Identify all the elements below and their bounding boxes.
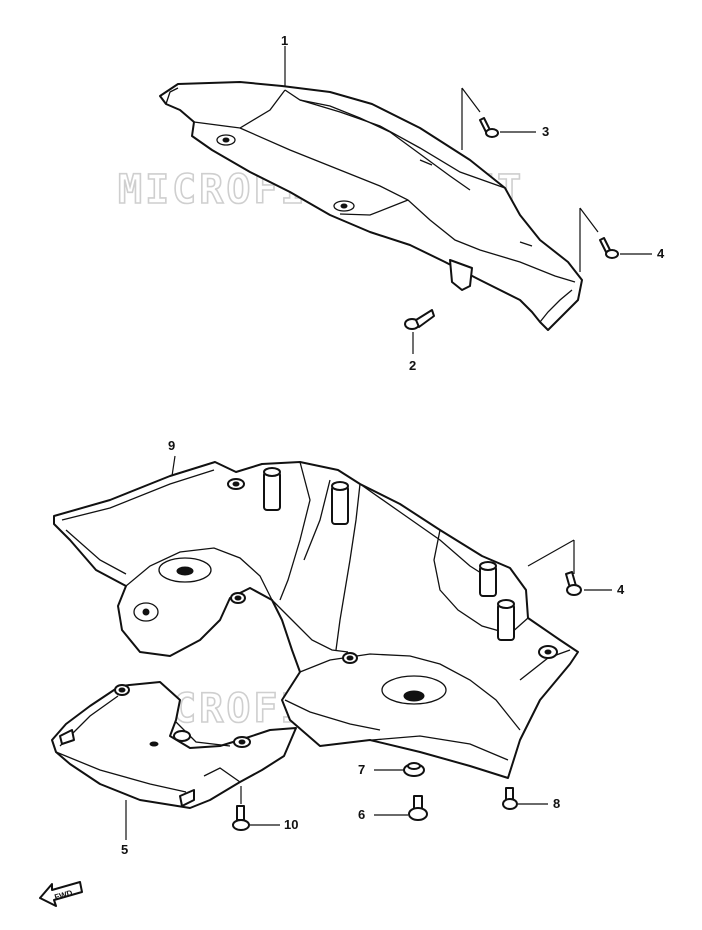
nut-part-7 (403, 762, 425, 777)
upper-cover-part-1 (159, 81, 583, 331)
callout-8: 8 (553, 796, 560, 811)
leader-4-top-bracket (579, 207, 599, 272)
callout-9: 9 (168, 438, 175, 453)
screw-part-4-top (599, 237, 619, 259)
screw-part-8 (502, 787, 518, 810)
screw-part-10 (232, 805, 250, 831)
callout-6: 6 (358, 807, 365, 822)
lower-cover-part-5 (51, 681, 297, 809)
callout-4-bottom: 4 (617, 582, 625, 597)
callout-2: 2 (409, 358, 416, 373)
leader-3-bracket (461, 87, 481, 150)
callout-7: 7 (358, 762, 365, 777)
screw-part-4-bottom (565, 571, 582, 596)
fwd-arrow-icon: FWD (39, 881, 83, 907)
callout-5: 5 (121, 842, 128, 857)
callout-1: 1 (281, 33, 288, 48)
leader-4-bottom-bracket (527, 539, 575, 574)
screw-part-2 (404, 309, 435, 330)
leader-9 (171, 455, 176, 477)
callout-3: 3 (542, 124, 549, 139)
callout-4-top: 4 (657, 246, 665, 261)
callout-10: 10 (284, 817, 298, 832)
screw-part-3 (479, 117, 499, 138)
screw-part-6 (408, 795, 428, 821)
lower-cover-part-9 (53, 461, 579, 779)
